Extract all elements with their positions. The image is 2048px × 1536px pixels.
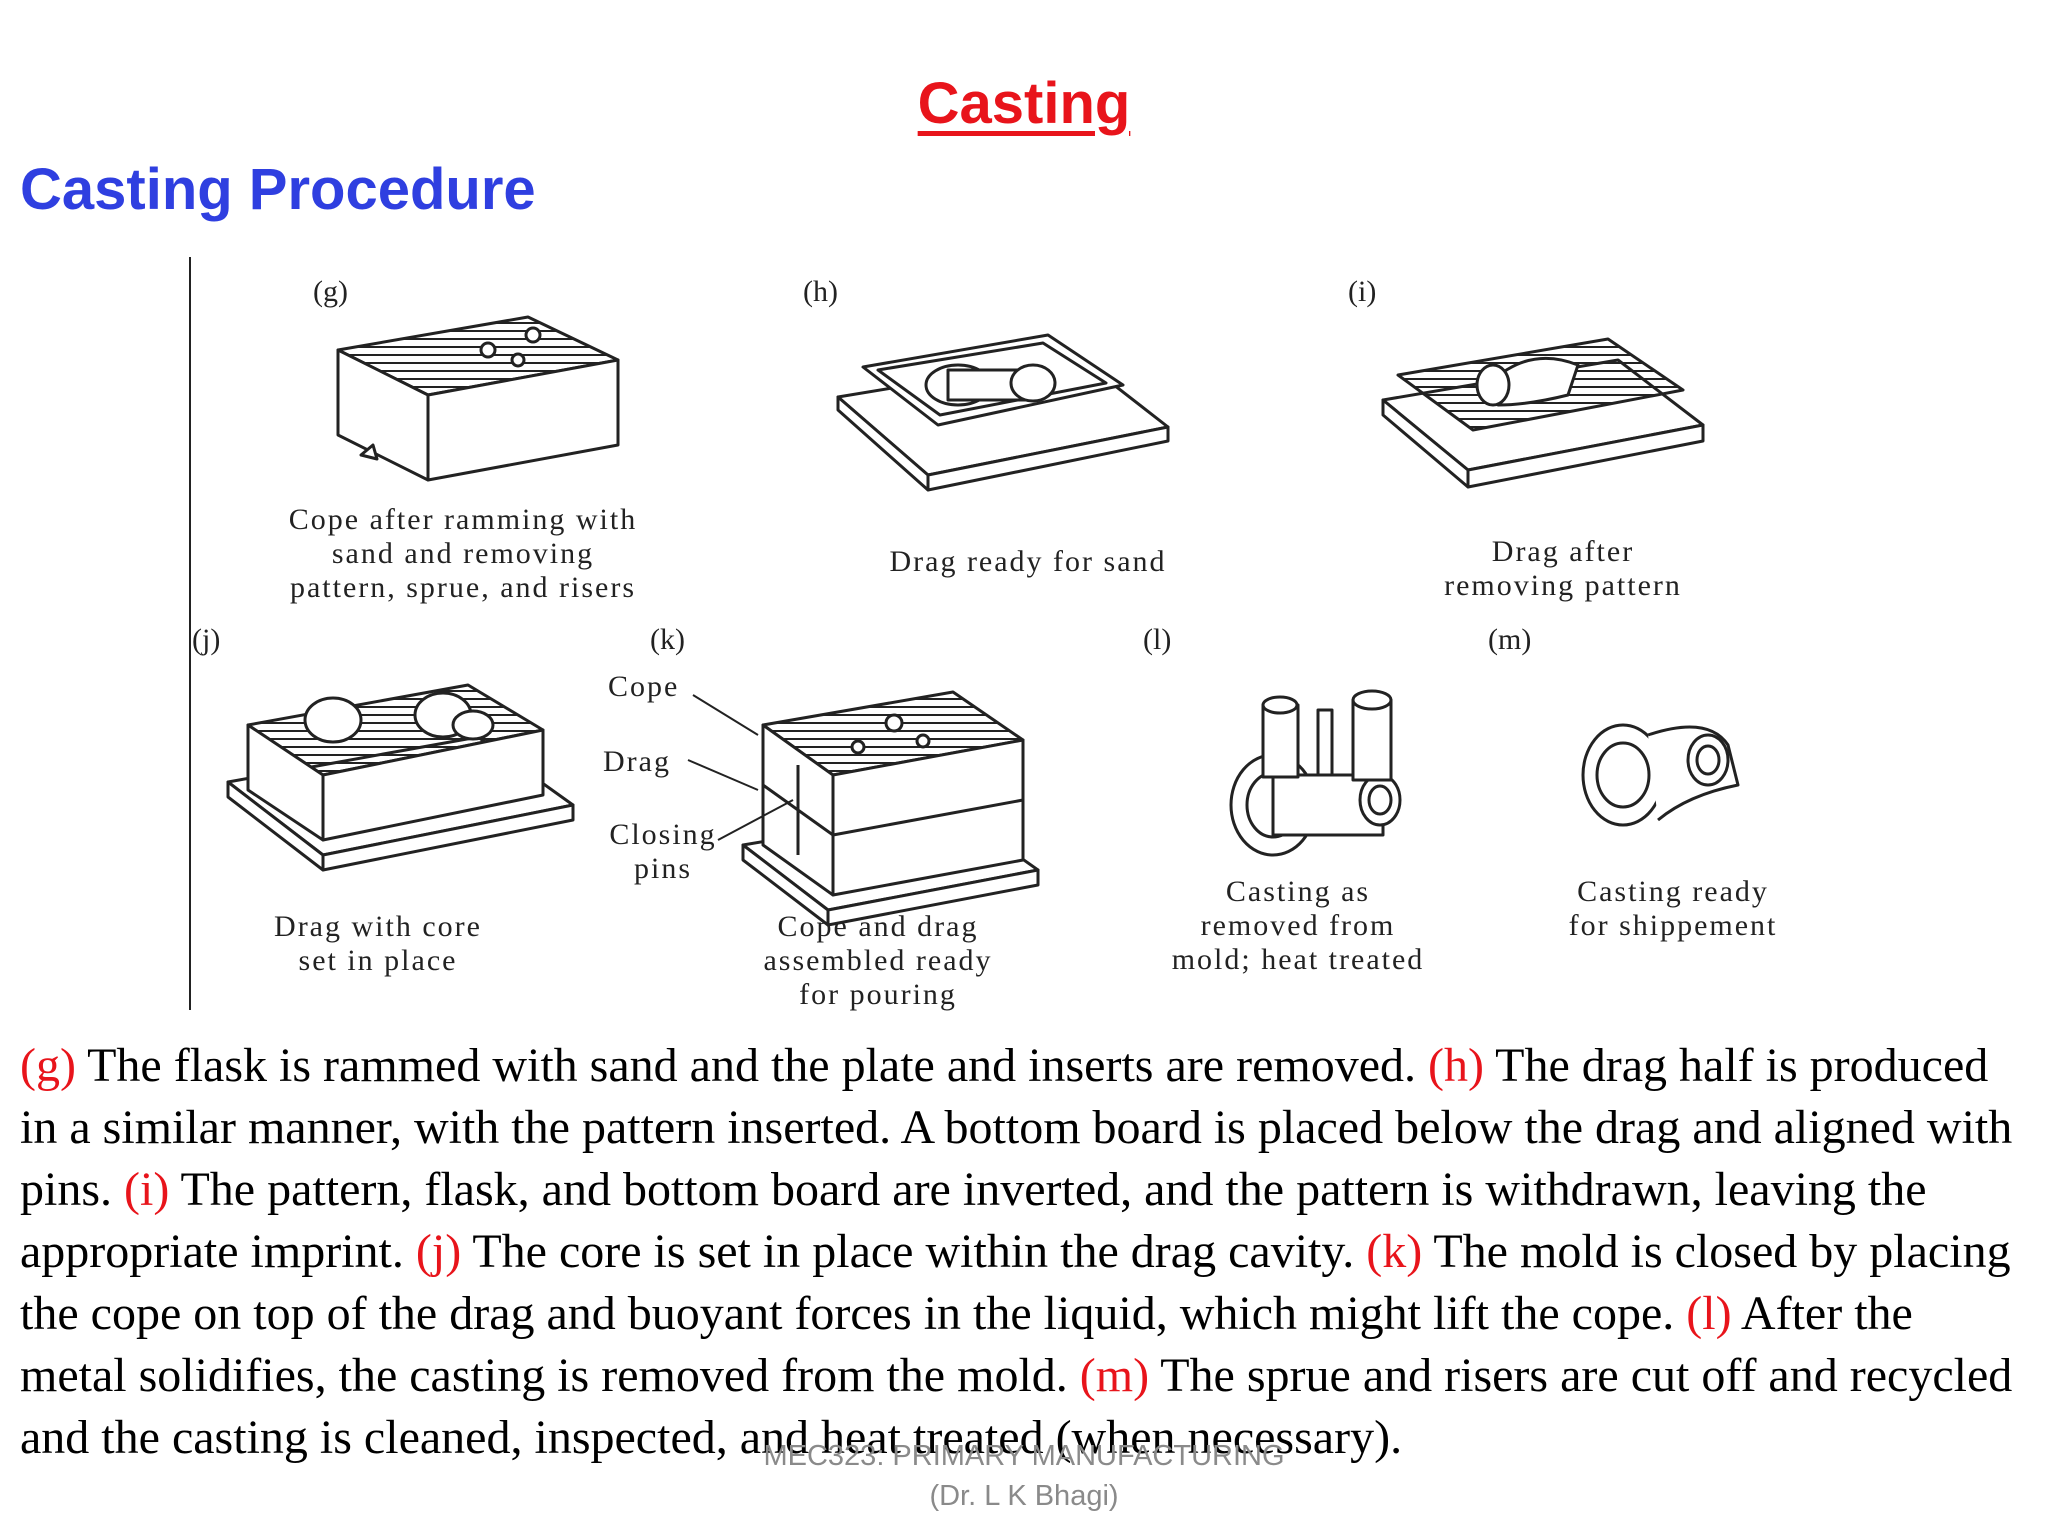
step-text-m: The sprue and risers are cut off and rec… bbox=[20, 1349, 2013, 1464]
step-tag-l: (l) bbox=[1143, 623, 1172, 656]
callout-closing-pins: Closing pins bbox=[609, 818, 717, 885]
callout-cope: Cope bbox=[608, 670, 680, 703]
casting-diagram bbox=[189, 257, 1740, 1010]
caption-j: Drag with core set in place bbox=[274, 910, 482, 977]
casting-removed-illustration bbox=[1229, 689, 1402, 857]
step-tag-i: (i) bbox=[1348, 275, 1377, 308]
step-tag-m: (m) bbox=[1488, 623, 1532, 656]
callout-drag: Drag bbox=[603, 745, 671, 778]
step-label-h: (h) bbox=[1428, 1039, 1484, 1092]
step-tag-h: (h) bbox=[803, 275, 838, 308]
caption-h: Drag ready for sand bbox=[889, 545, 1167, 578]
procedure-paragraph: (g) The flask is rammed with sand and th… bbox=[20, 1035, 2030, 1469]
step-tag-g: (g) bbox=[313, 275, 348, 308]
footer-author: (Dr. L K Bhagi) bbox=[929, 1480, 1119, 1512]
step-text-l: After the metal solidifies, the casting … bbox=[20, 1287, 1913, 1402]
footer-course: MEC323: PRIMARY MANUFACTURING bbox=[763, 1440, 1285, 1472]
cope-flask-illustration bbox=[336, 315, 620, 482]
assembled-mold-illustration bbox=[687, 690, 1040, 927]
step-text-i: The pattern, flask, and bottom board are… bbox=[20, 1163, 1927, 1278]
step-label-i: (i) bbox=[124, 1163, 170, 1216]
drag-inverted-illustration bbox=[1381, 337, 1705, 489]
caption-m: Casting ready for shippement bbox=[1568, 875, 1778, 942]
step-label-m: (m) bbox=[1079, 1349, 1150, 1402]
step-tag-k: (k) bbox=[650, 623, 685, 656]
caption-i: Drag after removing pattern bbox=[1444, 535, 1682, 602]
step-label-l: (l) bbox=[1686, 1287, 1732, 1340]
step-text-k: The mold is closed by placing the cope o… bbox=[20, 1225, 2011, 1340]
step-text-h: The drag half is produced in a similar m… bbox=[20, 1039, 2013, 1216]
casting-procedure-figure: (g) (h) (i) (j) (k) (l) (m) Cope after r… bbox=[188, 255, 1908, 1012]
drag-ready-illustration bbox=[836, 333, 1170, 492]
step-text-j: The core is set in place within the drag… bbox=[461, 1225, 1367, 1278]
caption-l: Casting as removed from mold; heat treat… bbox=[1171, 875, 1425, 976]
caption-g: Cope after ramming with sand and removin… bbox=[288, 503, 638, 604]
step-label-j: (j) bbox=[415, 1225, 462, 1278]
page-title: Casting bbox=[917, 71, 1131, 136]
step-text-g: The flask is rammed with sand and the pl… bbox=[75, 1039, 1429, 1092]
drag-with-core-illustration bbox=[226, 683, 575, 872]
casting-ready-illustration bbox=[1581, 723, 1740, 827]
step-label-g: (g) bbox=[20, 1039, 76, 1092]
section-heading: Casting Procedure bbox=[20, 157, 536, 222]
caption-k: Cope and drag assembled ready for pourin… bbox=[763, 910, 993, 1011]
step-tag-j: (j) bbox=[192, 623, 221, 656]
step-label-k: (k) bbox=[1366, 1225, 1423, 1278]
